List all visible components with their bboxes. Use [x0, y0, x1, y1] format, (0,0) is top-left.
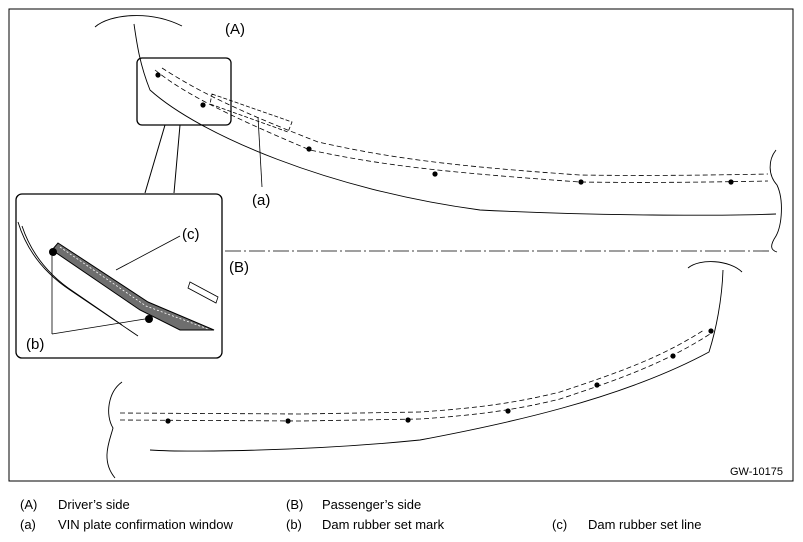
legend-key-c: (c) — [552, 517, 568, 532]
driver-side-set-marks — [155, 72, 734, 185]
legend-text-c: Dam rubber set line — [588, 517, 702, 532]
figure-code: GW-10175 — [730, 466, 783, 478]
driver-side-glass — [94, 15, 782, 253]
set-mark — [578, 179, 584, 185]
legend-key-B: (B) — [286, 497, 304, 512]
vin-plate-window — [209, 93, 293, 133]
driver-side-dam-line — [154, 67, 769, 183]
set-mark — [505, 408, 511, 414]
legend-key-A: (A) — [20, 497, 38, 512]
set-mark — [594, 382, 600, 388]
set-mark — [285, 418, 291, 424]
set-mark — [728, 179, 734, 185]
legend: (A) Driver’s side (B) Passenger’s side (… — [0, 486, 803, 542]
label-B: (B) — [229, 259, 249, 276]
label-b: (b) — [26, 336, 44, 353]
legend-text-b: Dam rubber set mark — [322, 517, 445, 532]
passenger-side-dam-line — [119, 329, 711, 422]
legend-text-B: Passenger’s side — [322, 497, 422, 512]
legend-text-a: VIN plate confirmation window — [58, 517, 233, 532]
set-mark — [200, 102, 206, 108]
set-mark — [405, 417, 411, 423]
detail-callout-box — [136, 57, 232, 126]
passenger-side-glass — [106, 261, 743, 479]
legend-text-A: Driver’s side — [58, 497, 130, 512]
set-mark — [165, 418, 171, 424]
legend-key-a: (a) — [20, 517, 36, 532]
figure-frame — [8, 8, 794, 482]
set-mark — [49, 248, 57, 256]
detail-view-content — [17, 221, 219, 337]
set-mark — [708, 328, 714, 334]
label-c: (c) — [182, 226, 200, 243]
set-mark — [670, 353, 676, 359]
legend-key-b: (b) — [286, 517, 302, 532]
detail-leaders — [51, 235, 181, 335]
label-a: (a) — [252, 192, 270, 209]
set-mark — [432, 171, 438, 177]
passenger-side-set-marks — [165, 328, 714, 424]
set-mark — [155, 72, 161, 78]
detail-leader-lines — [144, 124, 181, 194]
set-mark — [306, 146, 312, 152]
detail-view-box — [15, 193, 223, 359]
label-A: (A) — [225, 21, 245, 38]
label-a-leader — [257, 116, 263, 188]
set-mark — [145, 315, 153, 323]
